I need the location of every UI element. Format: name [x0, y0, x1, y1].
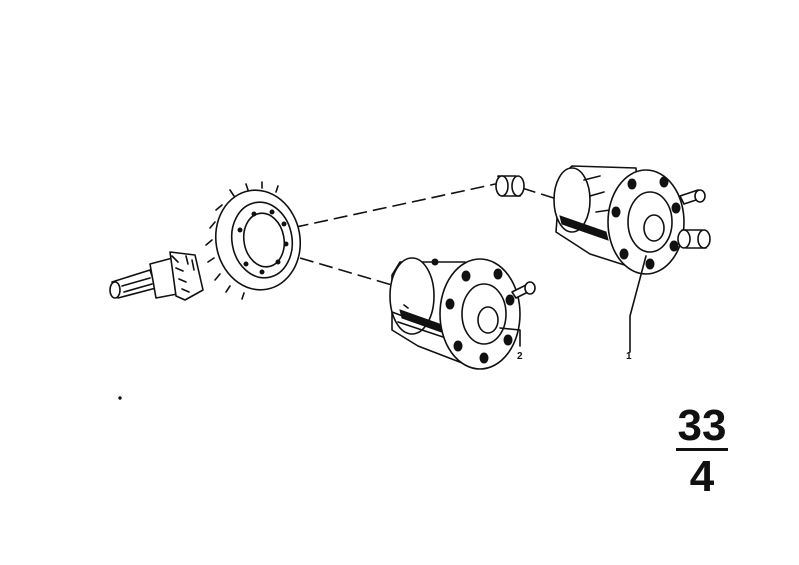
bolt-small: [511, 281, 536, 299]
spacer-bushing-right: [677, 229, 711, 249]
differential-housing-part-1: [553, 165, 685, 353]
bolt-large: [679, 189, 706, 205]
spacer-bushing-top: [495, 175, 525, 197]
callout-part-1: 1: [626, 351, 632, 362]
differential-housing-part-2: [389, 257, 521, 370]
stray-dot: [118, 396, 122, 400]
ring-gear: [205, 181, 302, 300]
callout-part-2: 2: [517, 351, 523, 362]
fraction-divider: [676, 448, 728, 451]
group-number-bottom: 4: [689, 452, 715, 501]
drive-pinion: [109, 251, 204, 301]
group-number-top: 33: [677, 401, 727, 450]
